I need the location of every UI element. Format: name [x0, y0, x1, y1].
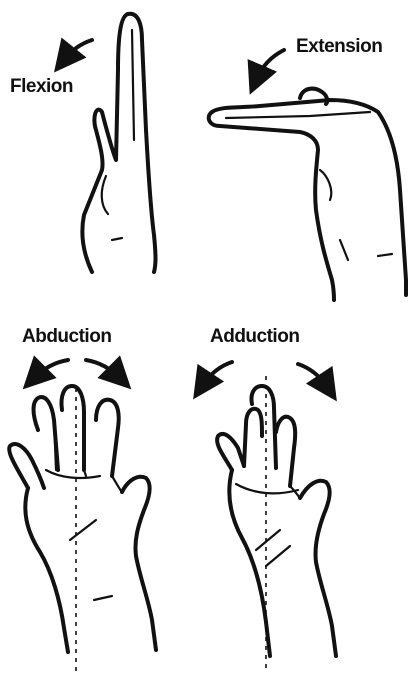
- extension-arrow: [256, 50, 284, 80]
- extension-hand: [209, 89, 406, 300]
- abduction-hand: [9, 386, 156, 672]
- flexion-arrow: [64, 40, 92, 60]
- flexion-hand: [82, 14, 155, 272]
- abduction-label: Abduction: [22, 326, 111, 348]
- extension-label: Extension: [296, 36, 382, 58]
- adduction-hand: [217, 376, 336, 672]
- abduction-arrows: [34, 360, 120, 378]
- adduction-label: Adduction: [210, 326, 299, 348]
- flexion-label: Flexion: [10, 76, 73, 98]
- adduction-arrows: [202, 362, 328, 388]
